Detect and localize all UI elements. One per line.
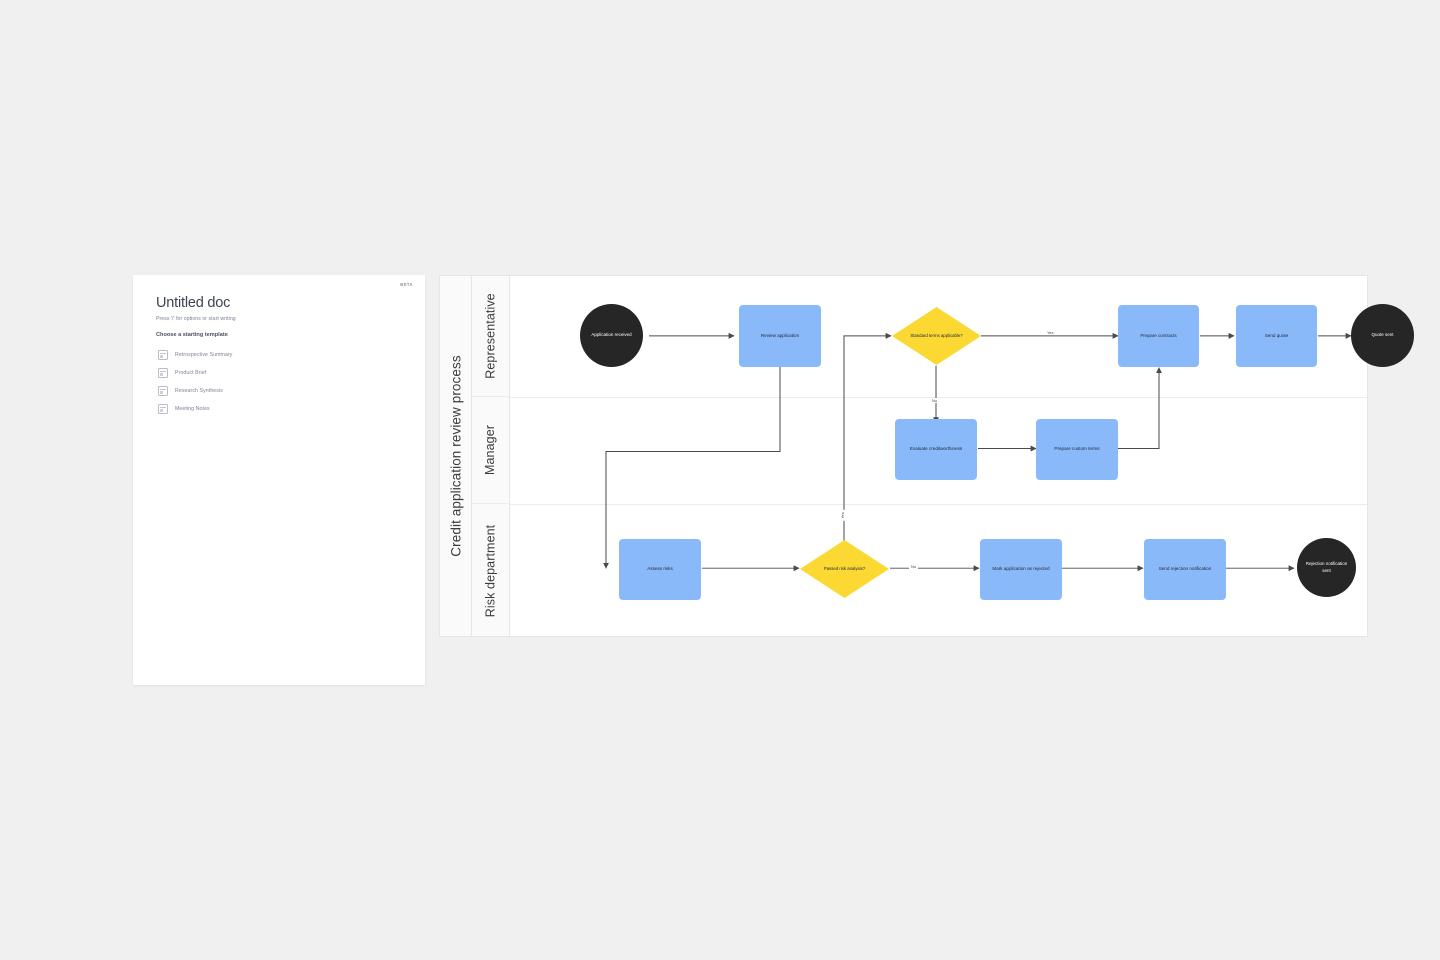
edge-risk-yes-to-standard-terms: [843, 332, 892, 542]
node-quote-sent[interactable]: Quote sent: [1351, 304, 1414, 367]
lane-label: Manager: [483, 424, 498, 476]
node-label: Application received: [591, 332, 632, 338]
edge-label-standard-terms-no: No: [930, 398, 940, 403]
diagram-title: Credit application review process: [448, 355, 463, 557]
lane-header-manager[interactable]: Manager: [472, 397, 509, 504]
edge-label-risk-passed-no: No: [909, 564, 919, 569]
edge-review-to-assess: [603, 366, 781, 569]
starting-template-heading: Choose a starting template: [156, 332, 228, 338]
lane-label: Representative: [483, 293, 498, 379]
template-item-label: Product Brief: [175, 370, 207, 376]
template-item-label: Meeting Notes: [175, 406, 210, 412]
lane-header-representative[interactable]: Representative: [472, 276, 509, 397]
lane-label: Risk department: [483, 524, 498, 617]
edge-custom-terms-to-contracts: [1118, 367, 1162, 450]
template-item-retrospective-summary[interactable]: Retrospective Summary: [158, 346, 398, 364]
node-label: Quote sent: [1371, 332, 1394, 338]
node-label: Prepare contracts: [1140, 332, 1177, 338]
doc-placeholder-hint: Press '/' for options or start writing: [156, 316, 236, 322]
node-standard-terms-applicable[interactable]: Standard terms applicable?: [892, 307, 981, 365]
lane-divider: [510, 504, 1367, 505]
node-evaluate-creditworthiness[interactable]: Evaluate creditworthiness: [895, 419, 977, 480]
node-prepare-contracts[interactable]: Prepare contracts: [1118, 305, 1199, 367]
connector-layer: [603, 332, 1352, 572]
diagram-canvas[interactable]: Yes No Yes No Application received Revie…: [510, 275, 1414, 637]
node-application-received[interactable]: Application received: [580, 304, 643, 367]
node-review-application[interactable]: Review application: [739, 305, 821, 367]
template-item-product-brief[interactable]: Product Brief: [158, 364, 398, 382]
swimlane-diagram[interactable]: Credit application review process Repres…: [439, 275, 1414, 637]
node-assess-risks[interactable]: Assess risks: [619, 539, 701, 600]
edge-label-risk-passed-yes: Yes: [839, 510, 845, 521]
page-title[interactable]: Untitled doc: [156, 295, 231, 311]
lane-label-column: Representative Manager Risk department: [472, 275, 510, 637]
lane-divider: [510, 397, 1367, 398]
node-label: Rejection notification sent: [1305, 561, 1348, 573]
template-item-meeting-notes[interactable]: Meeting Notes: [158, 400, 398, 418]
node-prepare-custom-terms[interactable]: Prepare custom terms: [1036, 419, 1118, 480]
node-label: Evaluate creditworthiness: [909, 446, 963, 452]
template-icon: [158, 404, 168, 414]
template-item-research-synthesis[interactable]: Research Synthesis: [158, 382, 398, 400]
node-label: Standard terms applicable?: [910, 333, 963, 339]
node-passed-risk-analysis[interactable]: Passed risk analysis?: [800, 540, 889, 598]
template-icon: [158, 350, 168, 360]
template-item-label: Research Synthesis: [175, 388, 223, 394]
template-icon: [158, 368, 168, 378]
node-send-quote[interactable]: Send quote: [1236, 305, 1317, 367]
node-label: Prepare custom terms: [1054, 446, 1100, 452]
beta-badge: BETA: [400, 282, 413, 287]
node-label: Review application: [760, 332, 800, 338]
template-icon: [158, 386, 168, 396]
node-rejection-notification-sent[interactable]: Rejection notification sent: [1297, 538, 1356, 597]
node-mark-application-rejected[interactable]: Mark application as rejected: [980, 539, 1062, 600]
node-label: Send rejection notification: [1158, 566, 1212, 572]
edge-label-standard-terms-yes: Yes: [1045, 330, 1056, 335]
node-label: Passed risk analysis?: [823, 566, 866, 572]
node-label: Assess risks: [647, 566, 673, 572]
untitled-doc-card[interactable]: BETA Untitled doc Press '/' for options …: [133, 275, 425, 685]
node-label: Send quote: [1264, 332, 1289, 338]
lane-header-risk-department[interactable]: Risk department: [472, 504, 509, 637]
diagram-title-column: Credit application review process: [439, 275, 472, 637]
template-item-label: Retrospective Summary: [175, 352, 233, 358]
template-list: Retrospective Summary Product Brief Rese…: [158, 346, 398, 418]
node-label: Mark application as rejected: [992, 566, 1050, 572]
node-send-rejection-notification[interactable]: Send rejection notification: [1144, 539, 1226, 600]
